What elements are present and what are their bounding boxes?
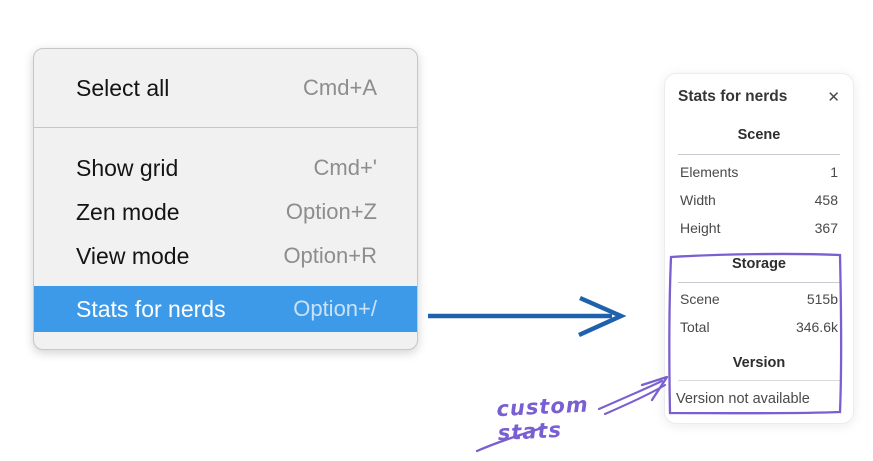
section-divider xyxy=(678,154,840,155)
menu-item-label: Show grid xyxy=(76,154,179,181)
stat-value: 458 xyxy=(814,192,838,208)
stats-panel-title: Stats for nerds xyxy=(678,88,788,105)
stat-label: Elements xyxy=(680,164,739,180)
section-header-version: Version xyxy=(732,355,786,371)
section-divider xyxy=(678,380,840,381)
section-header-scene: Scene xyxy=(737,127,781,143)
stat-label: Scene xyxy=(680,291,720,307)
menu-item-shortcut: Option+R xyxy=(283,243,377,268)
storage-rows: Scene 515b Total 346.6k xyxy=(665,285,853,341)
stat-value: 346.6k xyxy=(795,319,838,335)
section-header-storage: Storage xyxy=(732,256,786,272)
menu-item-shortcut: Cmd+A xyxy=(303,75,377,100)
section-divider xyxy=(678,282,840,283)
stat-row-elements: Elements 1 xyxy=(665,158,853,186)
stat-row-total-storage: Total 346.6k xyxy=(665,313,853,341)
stat-row-scene-storage: Scene 515b xyxy=(665,285,853,313)
menu-item-view-mode[interactable]: View mode Option+R xyxy=(34,234,417,278)
stat-label: Height xyxy=(680,220,721,236)
menu-item-show-grid[interactable]: Show grid Cmd+' xyxy=(34,146,417,190)
stat-label: Width xyxy=(680,192,716,208)
blue-arrow xyxy=(428,295,627,338)
stat-row-width: Width 458 xyxy=(665,186,853,214)
stat-value: 367 xyxy=(814,220,838,236)
menu-divider xyxy=(34,127,417,128)
close-icon[interactable]: ✕ xyxy=(827,88,840,106)
stats-panel: Stats for nerds ✕ Scene Elements 1 Width… xyxy=(664,73,854,424)
menu-item-stats-for-nerds[interactable]: Stats for nerds Option+/ xyxy=(34,286,417,332)
menu-item-label: View mode xyxy=(76,242,190,269)
menu-group: Show grid Cmd+' Zen mode Option+Z View m… xyxy=(34,128,417,332)
stat-label: Total xyxy=(680,319,710,335)
menu-item-shortcut: Cmd+' xyxy=(313,155,378,180)
menu-item-shortcut: Option+/ xyxy=(293,296,377,321)
menu-item-label: Zen mode xyxy=(76,198,180,225)
stat-value: 1 xyxy=(830,164,838,180)
custom-stats-annotation: custom stats xyxy=(495,392,590,446)
stat-value: 515b xyxy=(806,291,838,307)
stats-panel-header: Stats for nerds ✕ xyxy=(665,74,853,106)
stat-row-height: Height 367 xyxy=(665,214,853,242)
menu-item-shortcut: Option+Z xyxy=(285,199,377,224)
version-note: Version not available xyxy=(676,391,810,407)
menu-item-zen-mode[interactable]: Zen mode Option+Z xyxy=(34,190,417,234)
menu-item-label: Select all xyxy=(76,74,170,101)
menu-item-label: Stats for nerds xyxy=(76,295,226,322)
context-menu: Select all Cmd+A Show grid Cmd+' Zen mod… xyxy=(33,48,418,350)
menu-item-select-all[interactable]: Select all Cmd+A xyxy=(34,49,417,127)
scene-rows: Elements 1 Width 458 Height 367 xyxy=(665,158,853,242)
